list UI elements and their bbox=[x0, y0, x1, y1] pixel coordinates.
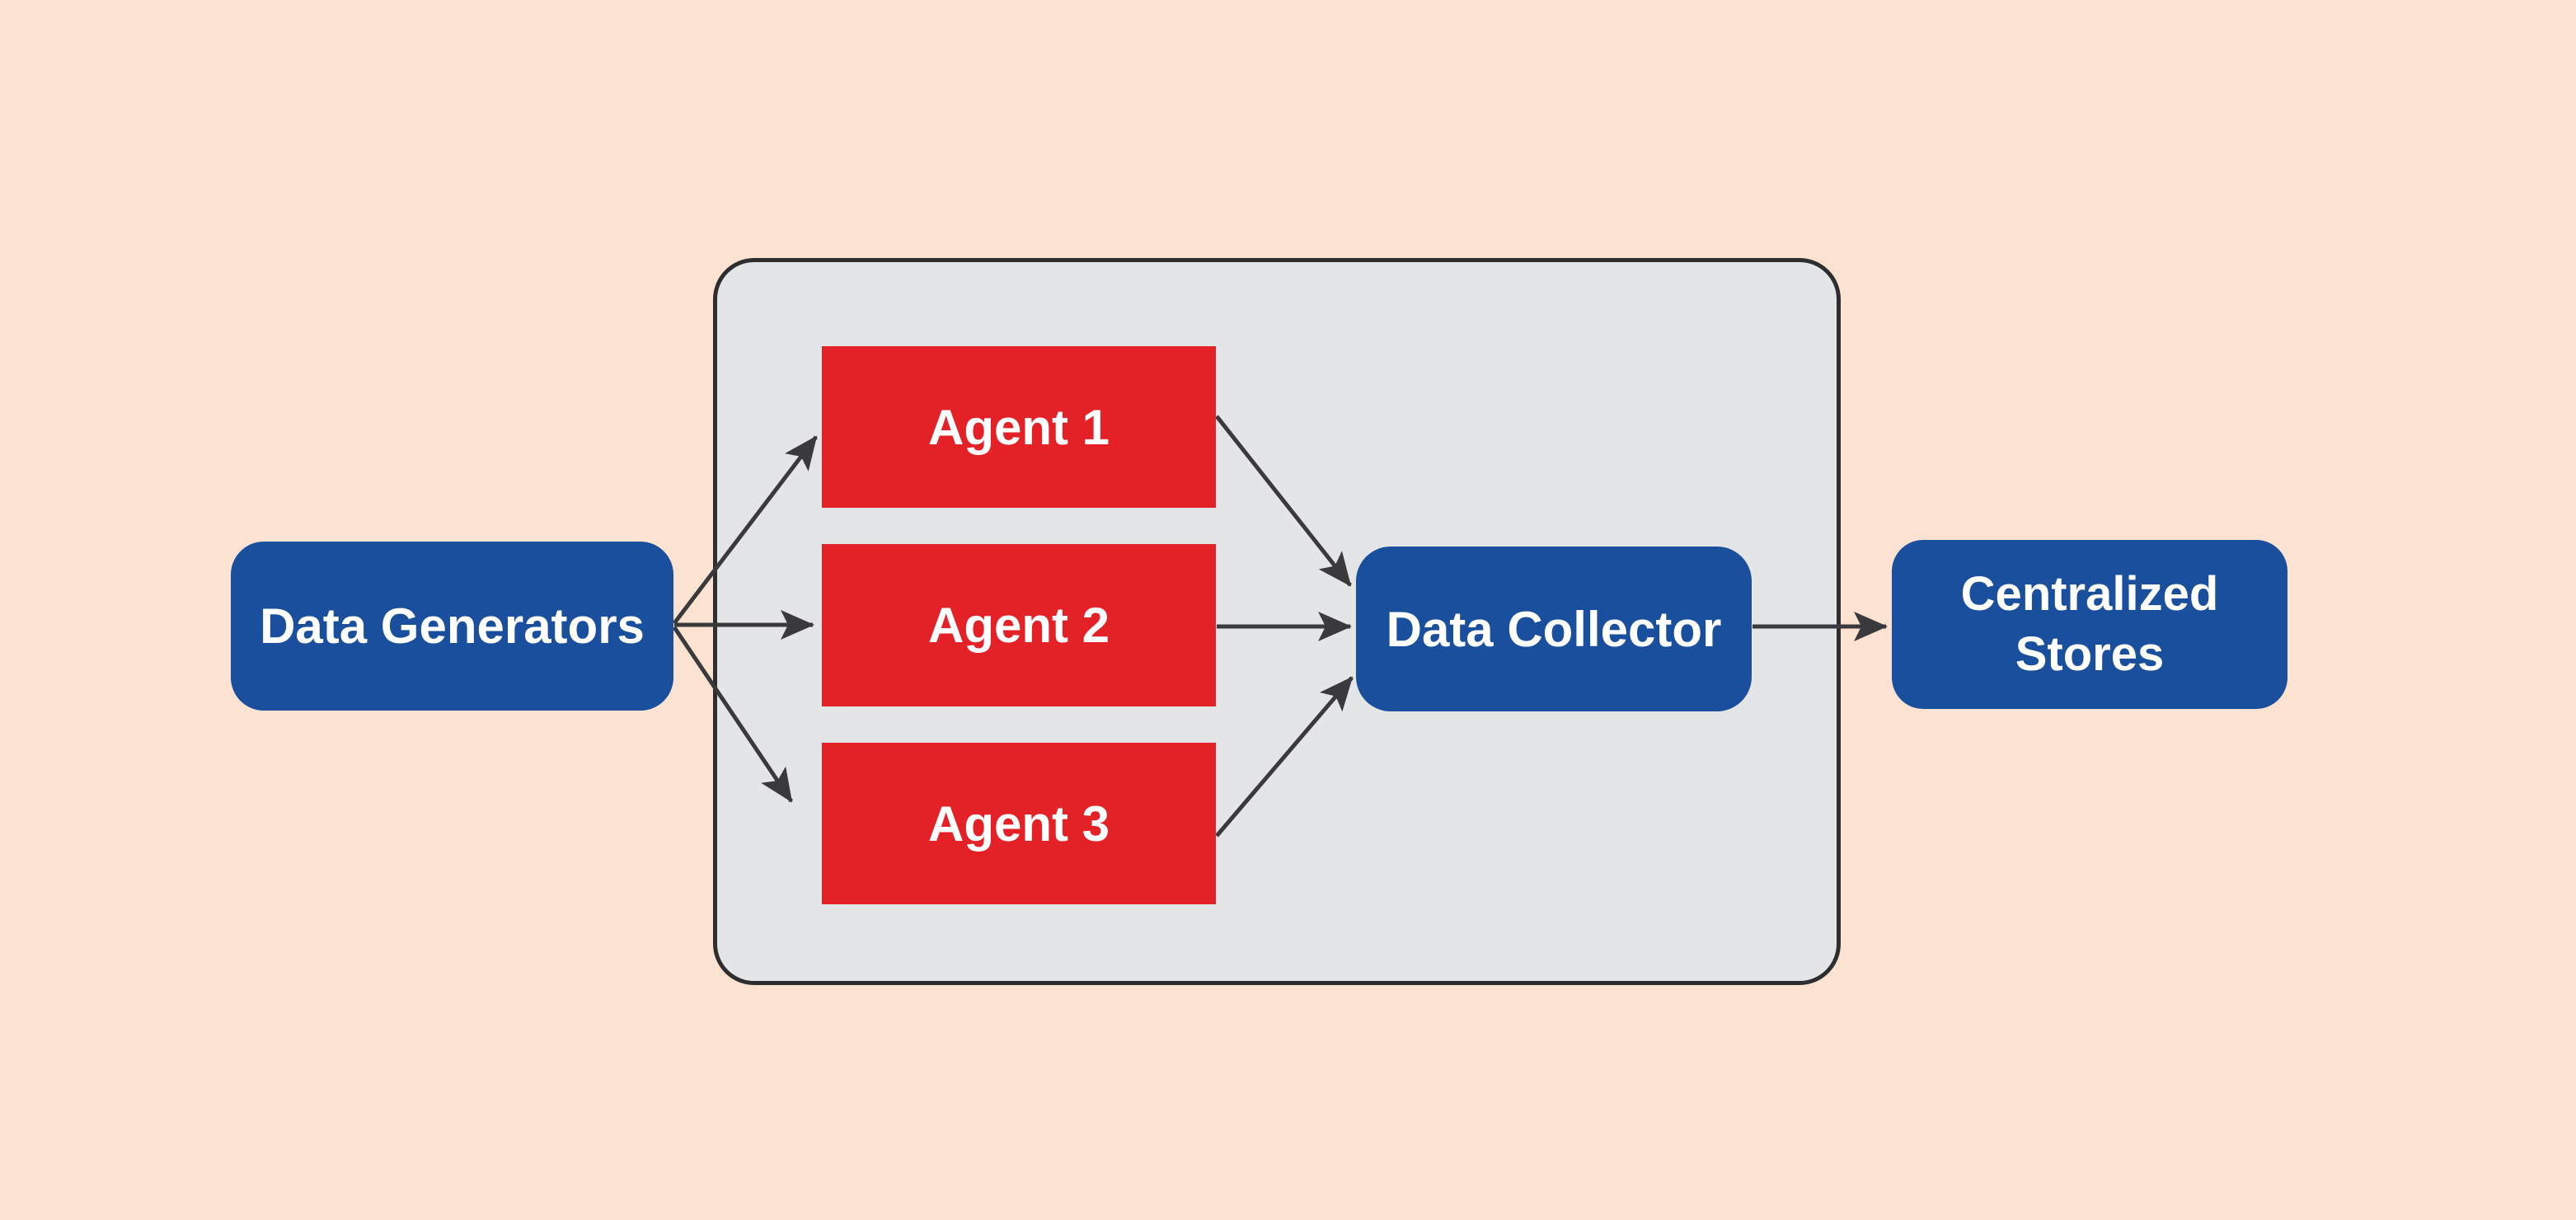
edge-data-generators-to-agent-1 bbox=[673, 435, 818, 625]
edge-agent-3-to-data-collector bbox=[1215, 676, 1354, 838]
agent-3-label: Agent 3 bbox=[927, 795, 1110, 852]
agent-1-node: Agent 1 bbox=[822, 346, 1216, 508]
agent-1-label: Agent 1 bbox=[927, 399, 1110, 455]
data-generators-node: Data Generators bbox=[231, 542, 673, 711]
centralized-stores-label: Centralized Stores bbox=[1960, 567, 2219, 681]
edge-data-generators-to-agent-3 bbox=[672, 626, 794, 803]
data-collector-label: Data Collector bbox=[1386, 601, 1722, 657]
centralized-stores-node: Centralized Stores bbox=[1892, 540, 2287, 709]
agent-2-node: Agent 2 bbox=[822, 544, 1216, 706]
agent-3-node: Agent 3 bbox=[822, 743, 1216, 904]
data-collector-node: Data Collector bbox=[1356, 547, 1752, 711]
agent-2-label: Agent 2 bbox=[927, 598, 1110, 653]
data-generators-label: Data Generators bbox=[260, 598, 645, 654]
edge-agent-1-to-data-collector bbox=[1215, 415, 1352, 587]
